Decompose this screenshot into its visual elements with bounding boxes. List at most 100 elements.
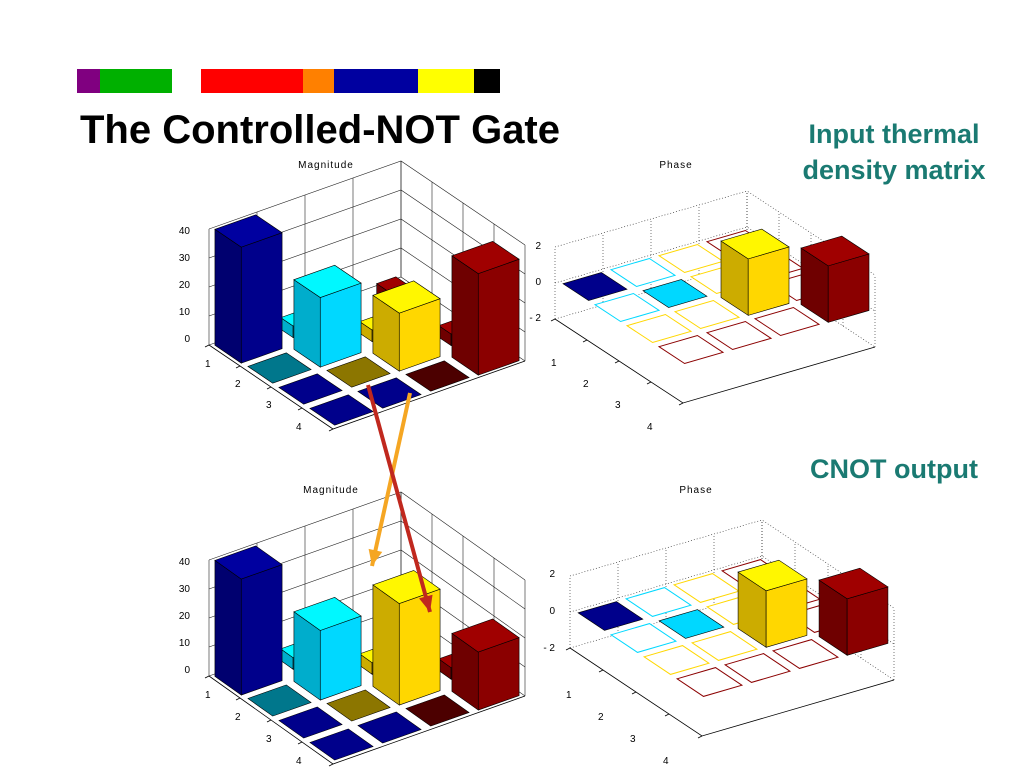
bar-top-face	[372, 280, 441, 314]
matrix-tile	[673, 299, 741, 330]
axis-tick	[582, 339, 588, 343]
axis-line	[569, 647, 895, 737]
grid-line	[569, 519, 895, 609]
matrix-tile	[675, 667, 744, 697]
axis-tick	[204, 344, 210, 348]
color-bar-segment	[334, 69, 418, 93]
bar-top-face	[800, 235, 870, 267]
y-tick-label: 10	[179, 307, 191, 318]
y-tick-label: 2	[549, 569, 555, 580]
axis-tick	[235, 365, 241, 369]
bottom-magnitude-title: Magnitude	[303, 485, 359, 496]
matrix-tile	[690, 631, 759, 661]
matrix-tile	[642, 279, 708, 308]
matrix-tile	[405, 360, 470, 392]
bar-top-face	[214, 545, 283, 580]
matrix-tile	[657, 243, 725, 274]
top-magnitude-title: Magnitude	[298, 160, 354, 171]
matrix-tile	[326, 689, 391, 722]
matrix-tile	[577, 601, 644, 631]
matrix-tile	[357, 377, 422, 409]
matrix-tile	[771, 639, 840, 669]
grid-line	[208, 160, 526, 246]
grid-line	[554, 226, 876, 312]
row-label: 4	[296, 422, 302, 433]
matrix-tile	[326, 356, 391, 388]
row-label: 4	[663, 756, 669, 767]
row-label: 2	[583, 379, 589, 390]
axis-tick	[328, 428, 334, 432]
row-label: 3	[630, 734, 636, 745]
y-tick-label: 0	[184, 334, 190, 345]
row-label: 2	[598, 712, 604, 723]
row-label: 1	[205, 359, 211, 370]
bar-front-face	[240, 564, 283, 696]
axis-tick	[646, 381, 652, 385]
bar-top-face	[818, 567, 889, 600]
matrix-tile	[705, 320, 773, 351]
bar-front-face	[319, 282, 362, 368]
matrix-tile	[753, 306, 821, 337]
bar-top-face	[451, 618, 520, 653]
y-tick-label: 10	[179, 638, 191, 649]
axis-tick	[614, 360, 620, 364]
axis-tick	[266, 719, 272, 723]
color-bar-segment	[77, 69, 100, 93]
bar-side-face	[214, 559, 242, 696]
arrowhead-icon	[419, 594, 433, 612]
y-tick-label: 0	[549, 606, 555, 617]
row-label: 1	[551, 358, 557, 369]
axis-tick	[678, 402, 684, 406]
bar-top-face	[293, 264, 362, 298]
bar-front-face	[240, 232, 283, 364]
grid-line	[569, 555, 895, 645]
bar-top-face	[372, 570, 441, 604]
row-label: 4	[647, 422, 653, 433]
bar-front-face	[319, 615, 362, 701]
bar-front-face	[477, 258, 520, 376]
y-tick-label: - 2	[543, 643, 555, 654]
row-label: 3	[266, 734, 272, 745]
bar-side-face	[451, 255, 479, 376]
matrix-tile	[624, 587, 693, 617]
y-tick-label: 20	[179, 280, 191, 291]
grid-line	[208, 491, 526, 581]
matrix-tile	[405, 694, 470, 727]
matrix-tile	[247, 352, 312, 384]
y-tick-label: 0	[184, 665, 190, 676]
axis-tick	[631, 691, 637, 695]
top-phase-title: Phase	[659, 160, 692, 171]
bar-top-face	[451, 241, 520, 274]
y-tick-label: 30	[179, 253, 191, 264]
axis-tick	[297, 407, 303, 411]
grid-line	[554, 190, 876, 276]
axis-tick	[235, 697, 241, 701]
y-tick-label: 0	[535, 277, 541, 288]
row-label: 1	[205, 690, 211, 701]
axis-tick	[598, 669, 604, 673]
y-tick-label: 20	[179, 611, 191, 622]
bottom-phase-title: Phase	[679, 485, 712, 496]
matrix-tile	[278, 706, 343, 739]
matrix-tile	[357, 711, 422, 744]
axis-tick	[328, 763, 334, 767]
matrix-tile	[593, 292, 661, 323]
matrix-tile	[247, 684, 312, 717]
y-tick-label: 2	[535, 241, 541, 252]
matrix-tile	[309, 728, 374, 761]
row-label: 3	[266, 400, 272, 411]
matrix-tile	[658, 609, 725, 639]
axis-tick	[266, 386, 272, 390]
bar-top-face	[720, 228, 790, 260]
row-label: 2	[235, 379, 241, 390]
slide-title: The Controlled-NOT Gate	[80, 108, 560, 152]
row-label: 4	[296, 756, 302, 767]
color-bar-segment	[418, 69, 474, 93]
color-bar-segment	[100, 69, 172, 93]
matrix-tile	[609, 257, 677, 288]
bar-side-face	[372, 584, 400, 706]
matrix-tile	[278, 373, 343, 405]
bar-top-face	[293, 596, 362, 631]
bar-side-face	[214, 228, 242, 364]
